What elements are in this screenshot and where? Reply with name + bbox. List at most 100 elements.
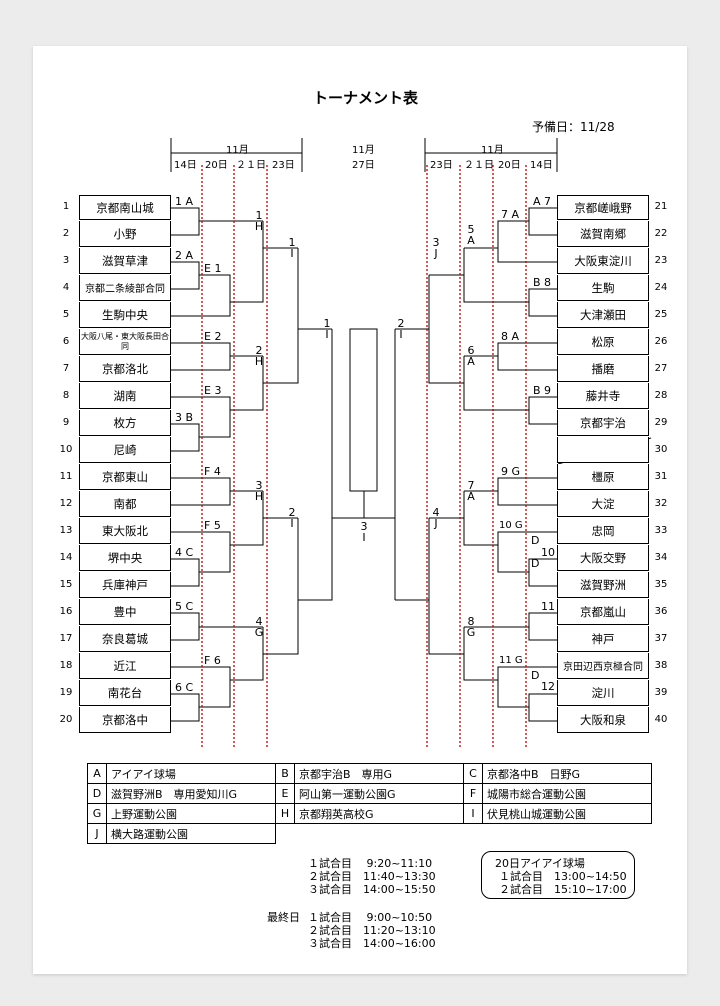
match-r11g-label: 11 G — [499, 655, 523, 666]
left-day-4: 23日 — [272, 160, 295, 171]
team-box: 南都 — [79, 491, 171, 517]
seed-number: 40 — [654, 714, 668, 725]
match-rb8-label: B 8 — [533, 276, 552, 289]
seed-number: 4 — [62, 282, 70, 293]
match-f4-label: F 4 — [204, 465, 221, 478]
right-day-4: 14日 — [530, 160, 553, 171]
team-box: 尼崎 — [79, 437, 171, 463]
team-box: 東大阪北 — [79, 518, 171, 544]
seed-number: 30 — [654, 444, 668, 455]
seed-number: 16 — [59, 606, 73, 617]
team-box: 京都洛北 — [79, 356, 171, 382]
venue-name: 伏見桃山城運動公園 — [482, 803, 652, 824]
seed-number: 27 — [654, 363, 668, 374]
team-box: 小野 — [79, 221, 171, 247]
right-day-1: 23日 — [430, 160, 453, 171]
seed-number: 14 — [59, 552, 73, 563]
center-day: 27日 — [352, 160, 375, 171]
match-3-label: 3 B — [175, 411, 194, 424]
team-box: 兵庫神戸 — [79, 572, 171, 598]
team-box: 奈良葛城 — [79, 626, 171, 652]
team-box: 枚方 — [79, 410, 171, 436]
team-box: 南花台 — [79, 680, 171, 706]
venue-code: E — [275, 783, 295, 804]
seed-number: 11 — [59, 471, 73, 482]
venue-code: I — [463, 803, 483, 824]
match-rd11-label: 11 — [541, 600, 555, 613]
seed-number: 24 — [654, 282, 668, 293]
seed-number: 9 — [62, 417, 70, 428]
seed-number: 13 — [59, 525, 73, 536]
seed-number: 18 — [59, 660, 73, 671]
seed-number: 36 — [654, 606, 668, 617]
match-r8a-label: 8 A — [501, 330, 520, 343]
seed-number: 33 — [654, 525, 668, 536]
team-box: 近江 — [79, 653, 171, 679]
seed-number: 20 — [59, 714, 73, 725]
team-box: 滋賀草津 — [79, 248, 171, 274]
seed-number: 38 — [654, 660, 668, 671]
left-day-3: ２１日 — [236, 160, 266, 171]
venue-table: A アイアイ球場 B 京都宇治B 専用G C 京都洛中B 日野G D 滋賀野洲B… — [87, 763, 652, 844]
seed-number: 2 — [62, 228, 70, 239]
seed-number: 28 — [654, 390, 668, 401]
team-box: 大阪交野 — [557, 545, 649, 571]
team-box: 松原 — [557, 329, 649, 355]
seed-number: 8 — [62, 390, 70, 401]
venue-row: D 滋賀野洲B 専用愛知川G E 阿山第一運動公園G F 城陽市総合運動公園 — [87, 783, 652, 804]
team-box: 堺中央 — [79, 545, 171, 571]
seed-number: 35 — [654, 579, 668, 590]
seed-number: 25 — [654, 309, 668, 320]
seed-number: 12 — [59, 498, 73, 509]
seed-number: 23 — [654, 255, 668, 266]
match-r9g-label: 9 G — [501, 465, 521, 478]
seed-number: 34 — [654, 552, 668, 563]
final-day-schedule: １試合目 9:00~10:50 ２試合目 11:20~13:10 ３試合目 14… — [308, 911, 436, 950]
seed-number: 22 — [654, 228, 668, 239]
team-box: 京都嵐山 — [557, 599, 649, 625]
team-box: 生駒 — [557, 275, 649, 301]
match-r10g-label: 10 G — [499, 520, 523, 531]
empty-cell — [275, 823, 295, 844]
team-box: 京都宇治 — [557, 410, 649, 436]
match-e2-label: E 2 — [204, 330, 222, 343]
seed-number: 32 — [654, 498, 668, 509]
match-1-label: 1 A — [175, 195, 194, 208]
team-box: 京都二条綾部合同 — [79, 275, 171, 301]
venue-row: A アイアイ球場 B 京都宇治B 専用G C 京都洛中B 日野G — [87, 763, 652, 784]
right-month: 11月 — [481, 145, 504, 156]
team-box: 大阪和泉 — [557, 707, 649, 733]
match-4-label: 4 C — [175, 546, 194, 559]
venue-name: アイアイ球場 — [106, 763, 276, 784]
venue-name: 上野運動公園 — [106, 803, 276, 824]
venue-code: A — [87, 763, 107, 784]
match-6-label: 6 C — [175, 681, 194, 694]
reserve-day: 予備日：11/28 — [532, 120, 615, 134]
match-rd33-label: D — [531, 534, 540, 547]
seed-number: 19 — [59, 687, 73, 698]
team-box: 生駒中央 — [79, 302, 171, 328]
team-box: 藤井寺 — [557, 383, 649, 409]
venue-name: 城陽市総合運動公園 — [482, 783, 652, 804]
seed-number: 6 — [62, 336, 70, 347]
team-box: 湖南 — [79, 383, 171, 409]
empty-cell — [294, 823, 464, 844]
team-box — [557, 437, 649, 463]
seed-number: 7 — [62, 363, 70, 374]
venue-name: 京都宇治B 専用G — [294, 763, 464, 784]
empty-cell — [482, 823, 652, 844]
team-box: 大阪東淀川 — [557, 248, 649, 274]
seed-number: 17 — [59, 633, 73, 644]
team-box: 滋賀南郷 — [557, 221, 649, 247]
left-month: 11月 — [226, 145, 249, 156]
match-f6-label: F 6 — [204, 654, 221, 667]
venue-code: G — [87, 803, 107, 824]
team-box: 滋賀野洲 — [557, 572, 649, 598]
seed-number: 3 — [62, 255, 70, 266]
